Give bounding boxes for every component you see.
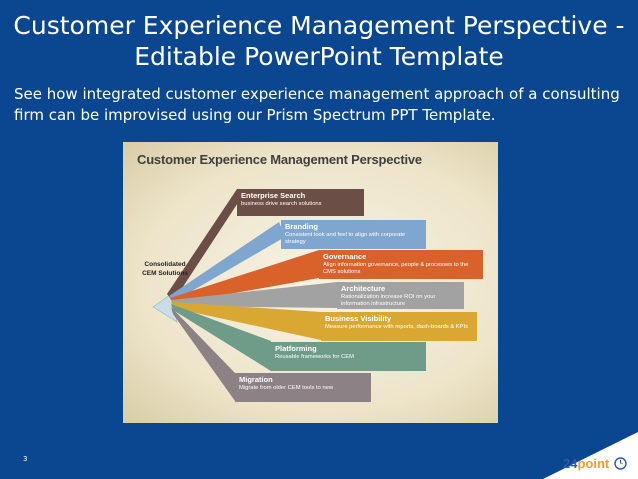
ray-branding: [169, 222, 285, 302]
card-title: Enterprise Search: [241, 191, 306, 200]
card-branding: Branding Consistent look and feel to ali…: [281, 220, 426, 249]
page-number: 3: [23, 455, 28, 463]
card-description: Reusable frameworks for CEM: [275, 354, 354, 360]
card-platforming: Platforming Reusable frameworks for CEM: [271, 342, 426, 371]
ray-governance: [170, 250, 319, 304]
card-architecture: Architecture Rationalization increase RO…: [337, 282, 464, 309]
card-title: Architecture: [341, 284, 386, 293]
ray-architecture: [171, 282, 337, 308]
ray-business-visibility: [171, 302, 321, 340]
card-enterprise-search: Enterprise Search business drive search …: [237, 189, 364, 216]
slide-title: Customer Experience Management Perspecti…: [0, 10, 638, 72]
ray-platforming: [171, 304, 271, 371]
slide-title-line-1: Customer Experience Management Perspecti…: [13, 11, 625, 40]
card-migration: Migration Migrate from older CEM tools t…: [235, 373, 371, 402]
card-title: Migration: [239, 375, 273, 384]
card-description: Align information governance, people & p…: [323, 262, 469, 275]
card-description: Migrate from older CEM tools to new: [239, 385, 334, 391]
ray-enterprise-search: [167, 189, 247, 302]
card-title: Business Visibility: [325, 314, 392, 323]
ray-migration: [171, 307, 235, 401]
brand-logo: 24point: [563, 456, 609, 471]
card-business-visibility: Business Visibility Measure performance …: [321, 312, 477, 341]
card-title: Platforming: [275, 344, 317, 353]
hub-label: Consolidated CEM Solutions: [142, 261, 188, 277]
card-title: Branding: [285, 222, 318, 231]
slide-title-line-2: Editable PowerPoint Template: [134, 42, 504, 71]
logo-word: point: [577, 456, 610, 471]
card-description: Consistent look and feel to align with c…: [285, 232, 406, 245]
clock-icon: [614, 457, 627, 470]
diagram-title: Customer Experience Management Perspecti…: [137, 152, 422, 167]
card-description: Measure performance with reports, dash-b…: [325, 324, 469, 330]
diagram-image: Customer Experience Management Perspecti…: [123, 142, 498, 423]
card-description: business drive search solutions: [241, 201, 322, 207]
card-description: Rationalization increase ROI on your inf…: [341, 294, 436, 307]
slide-subtitle: See how integrated customer experience m…: [14, 85, 620, 124]
card-governance: Governance Align information governance,…: [319, 250, 483, 279]
card-title: Governance: [323, 252, 367, 261]
diagram-rays: [152, 189, 337, 401]
logo-number: 24: [563, 456, 578, 471]
